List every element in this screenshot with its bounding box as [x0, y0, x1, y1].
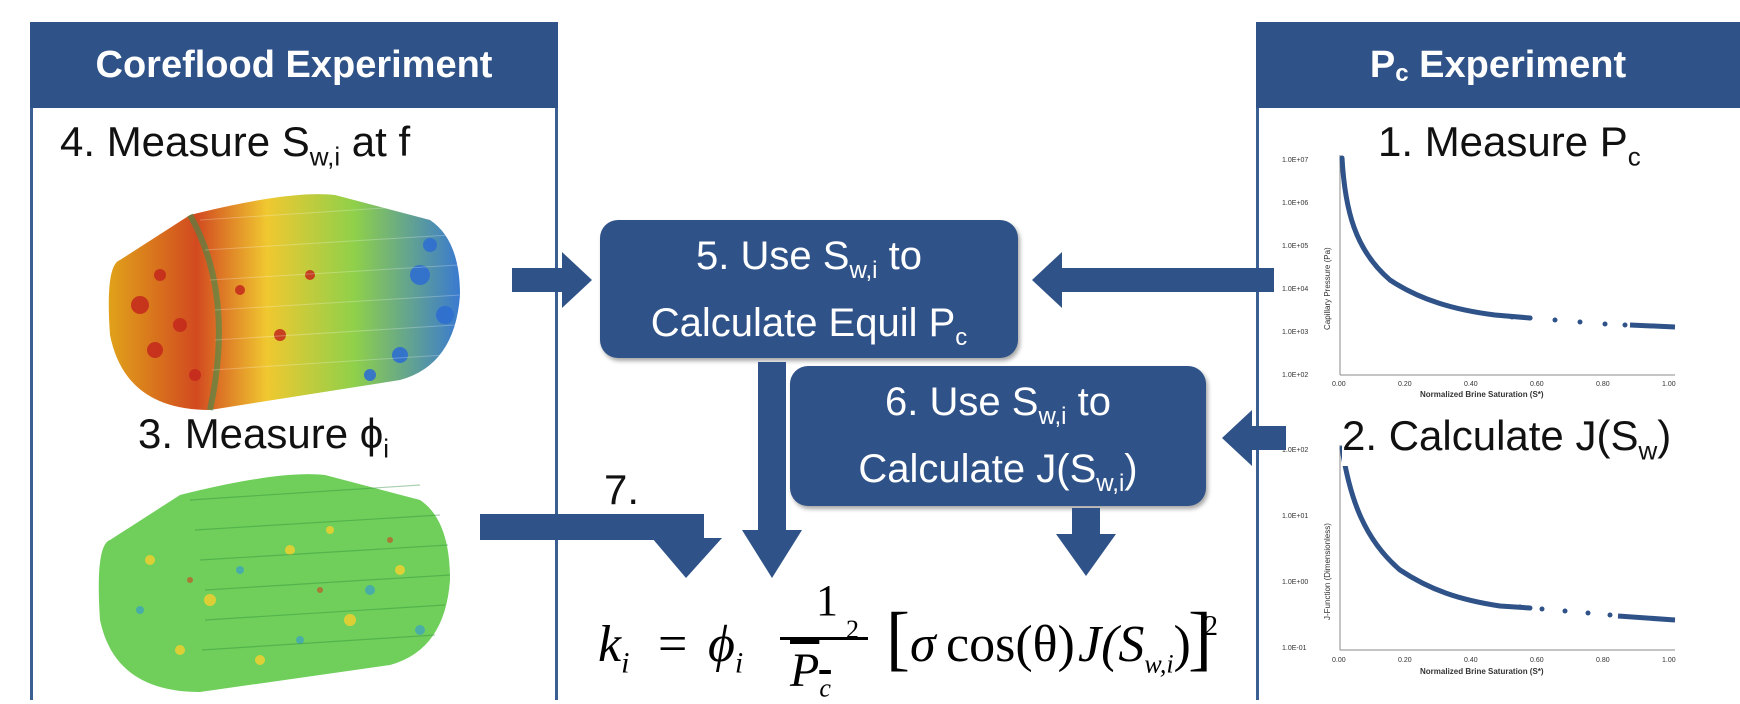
eq-cos: cos(θ) [946, 616, 1075, 673]
plot1-ytick-4: 1.0E+03 [1282, 329, 1308, 336]
eq-k-sub: i [621, 646, 630, 680]
plot2-xtick-2: 0.40 [1464, 657, 1478, 664]
step5-line2-prefix: Calculate Equil P [650, 301, 956, 345]
arrow-step6-down [1056, 508, 1116, 576]
step4-prefix: 4. Measure S [60, 118, 310, 165]
step7-text: 7. [604, 466, 640, 513]
arrow-pc-to-step5 [1032, 252, 1274, 308]
step1-prefix: 1. Measure P [1378, 118, 1628, 165]
step3-sub: i [383, 433, 390, 464]
plot1-xtick-2: 0.40 [1464, 381, 1478, 388]
arrow-coreflood-to-step5 [512, 252, 592, 308]
plot1-ytick-5: 1.0E+02 [1282, 372, 1308, 379]
plot1-ylabel: Capillary Pressure (Pa) [1323, 247, 1332, 330]
step2-label: 2. Calculate J(Sw) [1342, 412, 1672, 467]
eq-equals: = [658, 616, 688, 673]
step6-box: 6. Use Sw,i to Calculate J(Sw,i) [790, 366, 1206, 506]
pc-curve-plot: 1.0E+07 1.0E+06 1.0E+05 1.0E+04 1.0E+03 … [1282, 155, 1676, 399]
step6-line2: Calculate J(Sw,i) [790, 443, 1206, 510]
plot1-ytick-2: 1.0E+05 [1282, 243, 1308, 250]
step6-line2-suffix: ) [1124, 447, 1138, 491]
step1-label: 1. Measure Pc [1378, 118, 1641, 173]
eq-phi-symbol: ϕ [708, 616, 735, 673]
step5-line2: Calculate Equil Pc [600, 297, 1018, 364]
arrow-j-to-step6 [1222, 410, 1286, 466]
step7-label: 7. [604, 466, 639, 514]
step5-line1-prefix: 5. Use S [696, 234, 850, 278]
eq-j-close: ) [1173, 616, 1191, 673]
plot2-ytick-3: 1.0E-01 [1282, 645, 1307, 652]
step2-suffix: ) [1657, 412, 1672, 459]
step6-line1-suffix: to [1066, 380, 1111, 424]
plot1-xtick-3: 0.60 [1530, 381, 1544, 388]
step5-line2-sub: c [955, 324, 968, 351]
step2-sub: w [1638, 435, 1658, 466]
permeability-equation: ki = ϕi 1 Pc 2 [ σ cos(θ) J(Sw,i) ] 2 [598, 575, 1218, 703]
eq-bracket-close: ] [1188, 598, 1212, 678]
eq-denom-sup: 2 [846, 615, 859, 644]
step1-sub: c [1627, 141, 1641, 172]
coreflood-title-text: Coreflood Experiment [95, 43, 493, 86]
plot2-xtick-4: 0.80 [1596, 657, 1610, 664]
step6-line1-prefix: 6. Use S [885, 380, 1039, 424]
step6-line1: 6. Use Sw,i to [790, 376, 1206, 443]
plot2-ylabel: J-Function (Dimensionless) [1323, 523, 1332, 620]
j-function-plot: 1.0E+02 1.0E+01 1.0E+00 1.0E-01 J-Functi… [1282, 445, 1676, 676]
step6-line2-sub: w,i [1096, 470, 1125, 497]
eq-numerator: 1 [816, 576, 838, 625]
step3-label: 3. Measure ϕi [138, 410, 389, 464]
plot2-ytick-0: 1.0E+02 [1282, 447, 1308, 454]
eq-denominator: Pc [790, 643, 831, 704]
arrow-step5-down [742, 362, 802, 578]
eq-denom-sub: c [819, 673, 831, 703]
pc-title-p: P [1369, 43, 1396, 86]
plot1-ytick-1: 1.0E+06 [1282, 200, 1308, 207]
eq-phi: ϕi [708, 615, 743, 680]
eq-j-open: J(S [1078, 616, 1145, 673]
plot2-ytick-2: 1.0E+00 [1282, 579, 1308, 586]
step6-line1-sub: w,i [1038, 403, 1067, 430]
pc-title-rest: Experiment [1408, 43, 1627, 86]
step5-line1-sub: w,i [849, 257, 878, 284]
step3-prefix: 3. Measure ϕ [138, 410, 384, 457]
step5-line1: 5. Use Sw,i to [600, 230, 1018, 297]
plot1-ytick-3: 1.0E+04 [1282, 286, 1308, 293]
step5-line1-suffix: to [877, 234, 922, 278]
eq-j-sub: w,i [1144, 649, 1174, 679]
step6-line2-prefix: Calculate J(S [858, 447, 1097, 491]
core-porosity-image [98, 474, 451, 692]
coreflood-panel-title: Coreflood Experiment [30, 22, 558, 108]
plot2-xtick-3: 0.60 [1530, 657, 1544, 664]
eq-sigma: σ [910, 616, 936, 673]
step2-prefix: 2. Calculate J(S [1342, 412, 1639, 459]
arrow-porosity-to-equation [480, 514, 722, 578]
plot2-xtick-0: 0.00 [1332, 657, 1346, 664]
pc-title-sub: c [1395, 60, 1409, 87]
plot1-ytick-0: 1.0E+07 [1282, 157, 1308, 164]
plot2-ytick-1: 1.0E+01 [1282, 513, 1308, 520]
eq-bracket-open: [ [886, 598, 910, 678]
plot2-xlabel: Normalized Brine Saturation (S*) [1420, 667, 1544, 676]
eq-fraction-bar [780, 637, 868, 640]
step5-box: 5. Use Sw,i to Calculate Equil Pc [600, 220, 1018, 358]
eq-j: J(Sw,i) [1078, 615, 1191, 679]
step4-suffix: at f [340, 118, 411, 165]
plot1-xtick-0: 0.00 [1332, 381, 1346, 388]
eq-phi-sub: i [734, 646, 744, 680]
plot1-xlabel: Normalized Brine Saturation (S*) [1420, 390, 1544, 399]
core-saturation-image [108, 194, 461, 411]
plot1-xtick-4: 0.80 [1596, 381, 1610, 388]
step4-sub: w,i [309, 141, 341, 172]
plot1-xtick-5: 1.00 [1662, 381, 1676, 388]
eq-lhs: ki [598, 615, 629, 680]
plot1-xtick-1: 0.20 [1398, 381, 1412, 388]
step4-label: 4. Measure Sw,i at f [60, 118, 410, 172]
eq-k: k [598, 616, 622, 673]
eq-power: 2 [1204, 611, 1218, 642]
plot2-xtick-5: 1.00 [1662, 657, 1676, 664]
plot2-xtick-1: 0.20 [1398, 657, 1412, 664]
eq-denom-p: P [790, 644, 820, 697]
